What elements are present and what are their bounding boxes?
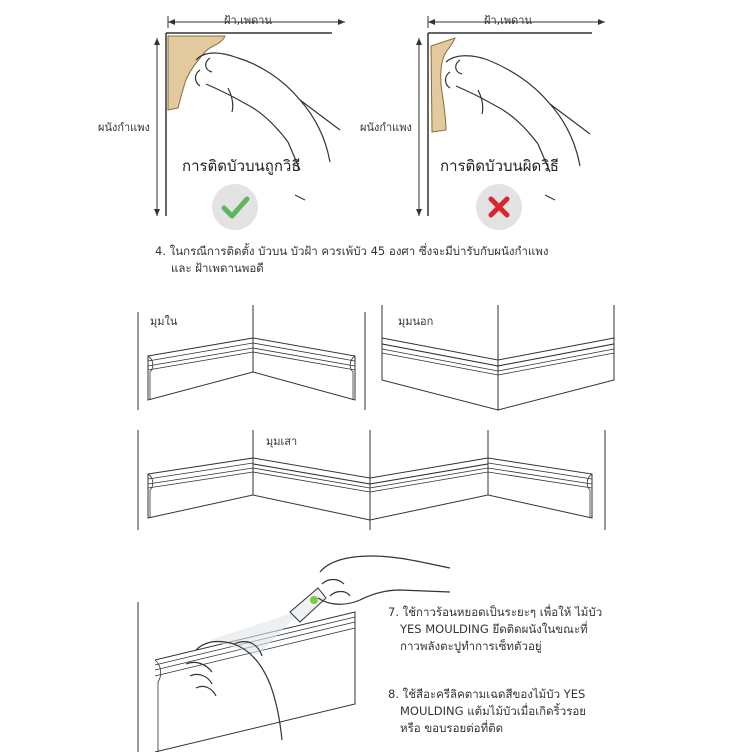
cross-icon: [476, 184, 522, 230]
step4-text: 4. ในกรณีการติดตั้ง บัวบน บัวฝ้า ควรเพ้บ…: [155, 243, 549, 277]
step7-line2: YES MOULDING ยึดติดผนังในขณะที่: [400, 622, 588, 636]
step8-text: 8. ใช้สีอะครีลิคตามเฉดสีของไม้บัว YES MO…: [388, 686, 586, 737]
step7-line1: 7. ใช้กาวร้อนหยอดเป็นระยะๆ เพื่อให้ ไม้บ…: [388, 605, 603, 619]
check-icon: [212, 184, 258, 230]
ceiling-label-2: ฝ้า,เพดาน: [484, 14, 532, 27]
inner-corner-label: มุมใน: [150, 315, 178, 328]
step7-line3: กาวพลังตะปูทำการเซ็ทตัวอยู่: [400, 639, 542, 653]
step8-line3: หรือ ขอบรอยต่อที่ติด: [400, 721, 504, 735]
step8-line2: MOULDING แต้มไม้บัวเมื่อเกิดริ้วรอย: [400, 704, 587, 718]
outer-corner-label: มุมนอก: [398, 315, 434, 328]
pillar-corner-label: มุมเสา: [266, 435, 298, 448]
step7-text: 7. ใช้กาวร้อนหยอดเป็นระยะๆ เพื่อให้ ไม้บ…: [388, 604, 602, 655]
correct-caption: การติดบัวบนถูกวิธี: [182, 157, 301, 175]
wall-label: ผนังกำแพง: [98, 121, 150, 134]
step8-line1: 8. ใช้สีอะครีลิคตามเฉดสีของไม้บัว YES: [388, 687, 586, 701]
step4-line1: 4. ในกรณีการติดตั้ง บัวบน บัวฝ้า ควรเพ้บ…: [155, 244, 549, 258]
wrong-caption: การติดบัวบนผิดวิธี: [440, 157, 559, 175]
step4-line2: และ ฝ้าเพดานพอดี: [171, 261, 264, 275]
wall-label-2: ผนังกำแพง: [360, 121, 412, 134]
ceiling-label: ฝ้า,เพดาน: [224, 14, 272, 27]
